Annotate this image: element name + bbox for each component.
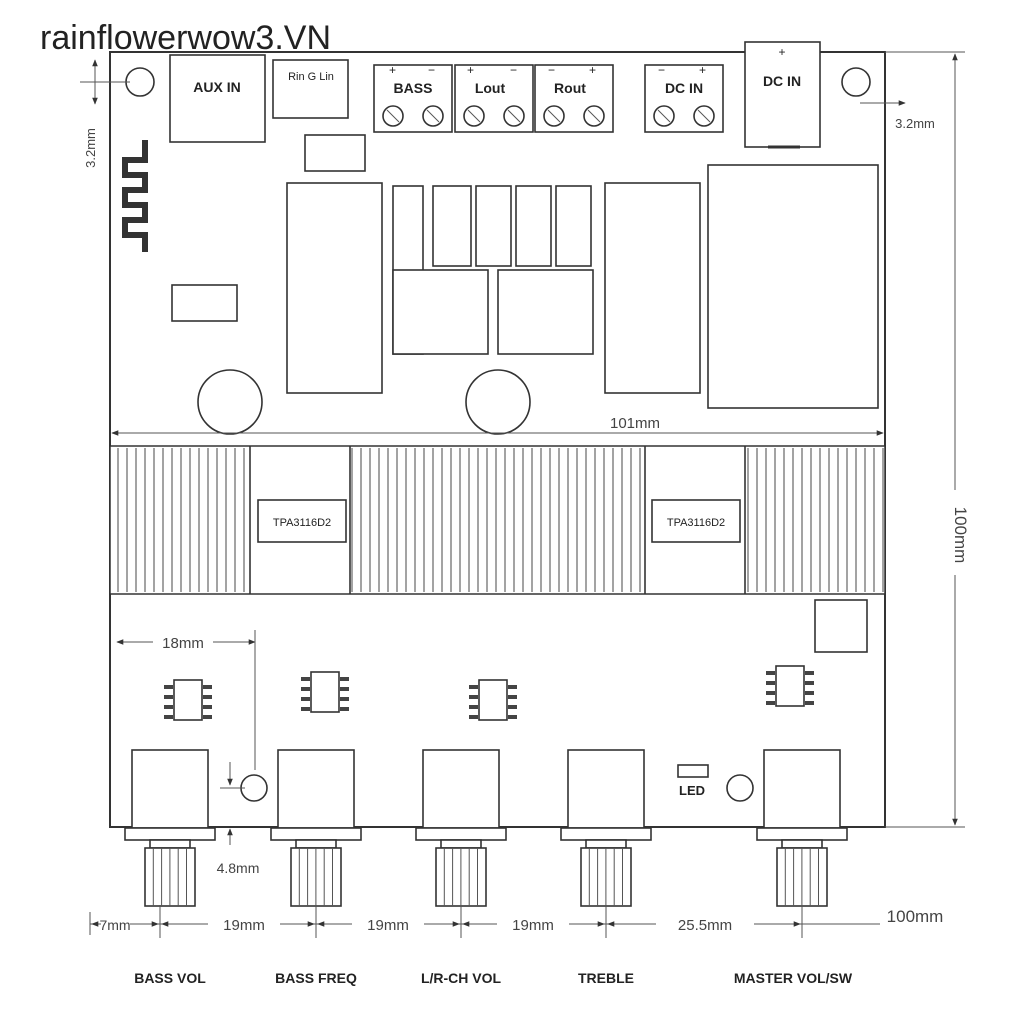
knob-label-master-vol-sw: MASTER VOL/SW (734, 970, 853, 986)
opamp-ic (766, 665, 814, 707)
svg-text:+: + (467, 63, 474, 77)
capacitor-5 (555, 185, 592, 267)
capacitor-4 (515, 185, 552, 267)
mounting-hole-top-right (841, 67, 871, 97)
amp-chip-left (257, 499, 347, 543)
rin-g-lin-header (272, 59, 349, 119)
opamp-ic (469, 679, 517, 721)
hole-dimension-left-label: 3.2mm (83, 128, 98, 168)
amp-chip-right (651, 499, 741, 543)
dc-in-barrel-jack: + DC IN (744, 41, 821, 149)
dc-in-terminal-label: DC IN (665, 80, 703, 96)
bass-terminal-label: BASS (394, 80, 433, 96)
svg-text:−: − (428, 63, 435, 77)
bluetooth-module (304, 134, 366, 172)
led-indicator (677, 764, 709, 778)
small-component (171, 284, 238, 322)
gap-dimension-1-label: 19mm (223, 917, 265, 934)
capacitor-2 (432, 185, 472, 267)
svg-text:+: + (699, 63, 706, 77)
rout-terminal-label: Rout (554, 80, 586, 96)
rin-g-lin-label: Rin G Lin (288, 71, 334, 83)
svg-text:−: − (510, 63, 517, 77)
svg-text:+: + (778, 45, 785, 59)
svg-text:+: + (589, 63, 596, 77)
height-dimension-label: 100mm (951, 507, 970, 564)
square-component (814, 599, 868, 653)
watermark-text: rainflowerwow3.VN (40, 19, 331, 57)
knob-hole-dimension-label: 4.8mm (217, 860, 260, 876)
inductor-left (286, 182, 383, 394)
knob-offset-dimension-label: 18mm (162, 635, 204, 652)
knob-label-bass-vol: BASS VOL (134, 970, 206, 986)
terminal-block-lout: + − Lout (454, 63, 534, 133)
led-label: LED (679, 783, 705, 798)
knob-label-treble: TREBLE (578, 970, 634, 986)
potentiometer[interactable] (270, 749, 362, 907)
gap-dimension-2-label: 19mm (367, 917, 409, 934)
svg-text:−: − (548, 63, 555, 77)
capacitor-3 (475, 185, 512, 267)
knob-label-bass-freq: BASS FREQ (275, 970, 357, 986)
power-inductor (707, 164, 879, 409)
terminal-block-dc-in: − + DC IN (644, 63, 724, 133)
opamp-ic (164, 679, 212, 721)
terminal-block-bass: + − BASS (373, 63, 453, 133)
antenna-trace (122, 140, 148, 252)
total-width-label: 100mm (887, 907, 944, 926)
aux-in-jack (169, 54, 266, 143)
potentiometer[interactable] (124, 749, 216, 907)
dc-in-jack-label: DC IN (763, 73, 801, 89)
amp-chip-left-label: TPA3116D2 (273, 517, 331, 529)
knob-label-lr-ch-vol: L/R-CH VOL (421, 970, 502, 986)
lout-terminal-label: Lout (475, 80, 506, 96)
heatsink: TPA3116D2 TPA3116D2 (109, 445, 886, 595)
aux-in-label: AUX IN (193, 79, 240, 95)
potentiometer[interactable] (560, 749, 652, 907)
mounting-hole-top-left (125, 67, 155, 97)
svg-text:−: − (658, 63, 665, 77)
gap-dimension-4-label: 25.5mm (678, 917, 732, 934)
hole-dimension-right-label: 3.2mm (895, 116, 935, 131)
opamp-ic (301, 671, 349, 713)
mounting-hole-bottom-right (726, 774, 754, 802)
electrolytic-cap-left (197, 369, 263, 435)
potentiometer[interactable] (415, 749, 507, 907)
amp-chip-right-label: TPA3116D2 (667, 517, 725, 529)
potentiometer[interactable] (756, 749, 848, 907)
svg-text:+: + (389, 63, 396, 77)
width-dimension-label: 101mm (610, 415, 660, 432)
gap-dimension-3-label: 19mm (512, 917, 554, 934)
inductor-mid-right (497, 269, 594, 355)
inductor-mid-left (392, 269, 489, 355)
electrolytic-cap-right (465, 369, 531, 435)
terminal-block-rout: − + Rout (534, 63, 614, 133)
inductor-right (604, 182, 701, 394)
edge-dimension-label: 7mm (99, 917, 130, 933)
